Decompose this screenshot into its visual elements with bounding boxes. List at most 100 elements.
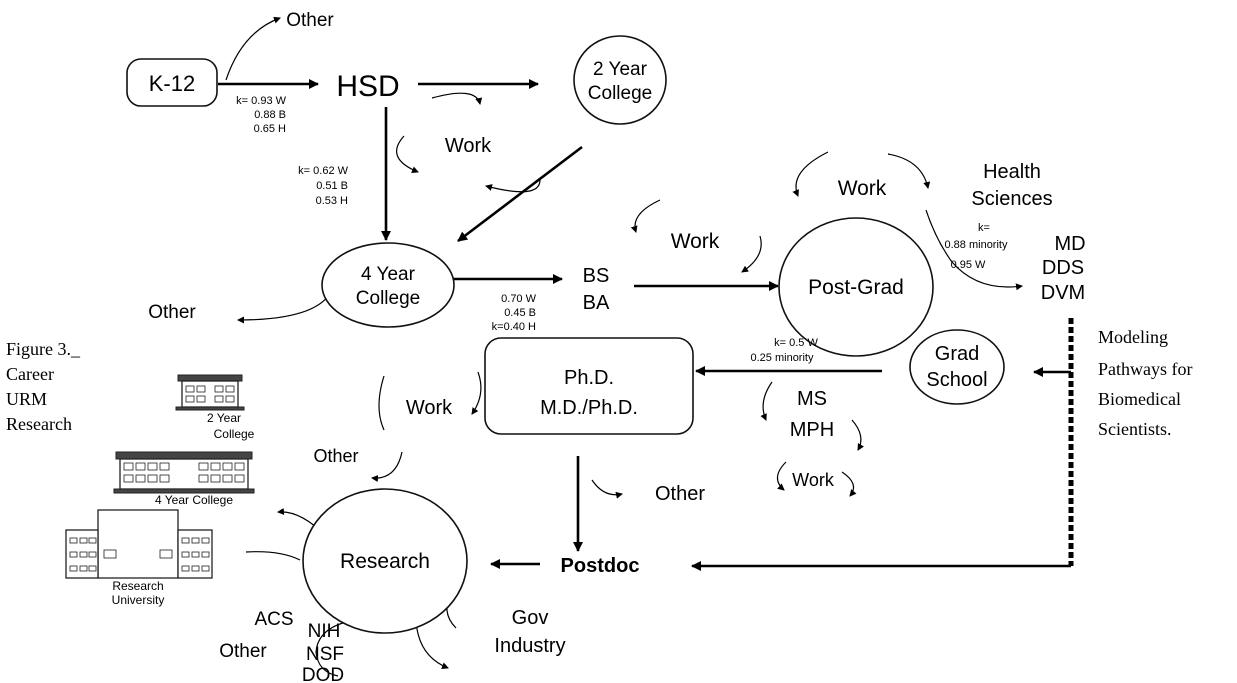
post-grad-label: Post-Grad xyxy=(808,276,904,299)
research-univ-label-1: Research xyxy=(112,579,163,593)
ba-label: BA xyxy=(583,292,610,314)
grad-school-label-1: Grad xyxy=(935,343,979,365)
k12-node: K-12 xyxy=(126,58,218,107)
health-label-1: Health xyxy=(983,161,1041,183)
rate-hsd-4yr-1: k= 0.62 W xyxy=(298,165,348,177)
two-year-node: 2 Year College xyxy=(573,35,667,125)
arc-research-funders xyxy=(315,619,357,677)
grad-school-label-2: School xyxy=(926,369,987,391)
research-label: Research xyxy=(340,550,430,573)
two-year-building-label-1: 2 Year xyxy=(207,411,241,425)
arc-research-gov xyxy=(415,619,449,670)
research-node: Research xyxy=(302,488,468,634)
work-label-ms: Work xyxy=(792,470,835,490)
bs-label: BS xyxy=(583,265,610,287)
two-year-building-label-2: College xyxy=(214,427,255,441)
arc-work-bs-b xyxy=(741,235,762,273)
funder-acs: ACS xyxy=(254,609,293,630)
hsd-label: HSD xyxy=(336,70,399,103)
caption-right: Modeling Pathways for Biomedical Scienti… xyxy=(1098,327,1192,439)
flow-arrows xyxy=(218,79,1074,571)
dds-label: DDS xyxy=(1042,257,1084,279)
arc-work-4year xyxy=(485,179,541,193)
rate-4yr-bs-2: 0.45 B xyxy=(504,307,536,319)
work-label-bs: Work xyxy=(671,230,720,253)
arc-phd-work-b xyxy=(471,371,482,415)
md-label: MD xyxy=(1054,233,1085,255)
phd-box xyxy=(484,337,694,435)
rate-grad-phd-1: k= 0.5 W xyxy=(774,337,818,349)
grad-school-node: Grad School xyxy=(909,329,1005,405)
research-ellipse xyxy=(302,488,468,634)
work-label-phd: Work xyxy=(406,397,453,419)
other-label-top: Other xyxy=(286,10,334,31)
two-year-label-1: 2 Year xyxy=(593,59,648,80)
ms-label: MS xyxy=(797,388,827,410)
other-label-research: Other xyxy=(313,446,358,466)
post-grad-node: Post-Grad xyxy=(778,217,934,357)
arc-ms-a xyxy=(760,381,773,421)
caption-right-4: Scientists. xyxy=(1098,419,1172,439)
rate-health-3: 0.95 W xyxy=(951,259,986,271)
rates-grad-phd: k= 0.5 W 0.25 minority xyxy=(751,337,819,364)
rate-4yr-bs-3: k=0.40 H xyxy=(492,321,536,333)
rate-4yr-bs-1: 0.70 W xyxy=(501,293,536,305)
arc-work-pg-b xyxy=(887,153,931,189)
two-year-label-2: College xyxy=(588,83,652,104)
health-label-2: Sciences xyxy=(971,188,1052,210)
research-university-building: Research University xyxy=(65,509,213,607)
funder-nih: NIH xyxy=(308,621,341,642)
arc-phd-other xyxy=(371,451,403,482)
arc-phd-other-2 xyxy=(591,479,623,499)
rates-k12-hsd: k= 0.93 W 0.88 B 0.65 H xyxy=(236,95,286,135)
rate-health-2: 0.88 minority xyxy=(945,239,1008,251)
funder-nsf: NSF xyxy=(306,644,344,665)
work-label-hsd: Work xyxy=(445,135,492,157)
arc-phd-work-a xyxy=(378,375,385,431)
arc-ms-b xyxy=(851,419,865,451)
four-year-ellipse xyxy=(321,242,455,328)
research-univ-label-2: University xyxy=(112,593,165,607)
arrow-2year-to-4year xyxy=(457,145,583,243)
caption-left-1: Figure 3._ xyxy=(6,339,81,359)
k12-label: K-12 xyxy=(149,71,195,96)
funder-other: Other xyxy=(219,641,267,662)
arc-hsd-work-b xyxy=(396,135,419,173)
rate-k12-hsd-2: 0.88 B xyxy=(254,109,286,121)
postdoc-label: Postdoc xyxy=(561,555,640,577)
rate-k12-hsd-1: k= 0.93 W xyxy=(236,95,286,107)
phd-node: Ph.D. M.D./Ph.D. xyxy=(484,337,694,435)
two-year-college-building: 2 Year College xyxy=(175,374,255,441)
caption-left-4: Research xyxy=(6,414,72,434)
caption-right-1: Modeling xyxy=(1098,327,1168,347)
caption-right-2: Pathways for xyxy=(1098,359,1192,379)
four-year-label-1: 4 Year xyxy=(361,264,416,285)
arc-work-pg-a xyxy=(792,151,829,197)
rate-grad-phd-2: 0.25 minority xyxy=(751,352,814,364)
rate-hsd-4yr-2: 0.51 B xyxy=(316,180,348,192)
arc-ms-work-b xyxy=(841,471,857,497)
two-year-ellipse xyxy=(573,35,667,125)
arc-work-bs-a xyxy=(630,199,661,233)
other-label-left: Other xyxy=(148,302,196,323)
work-label-postgrad: Work xyxy=(838,177,887,200)
rate-hsd-4yr-3: 0.53 H xyxy=(316,195,348,207)
caption-right-3: Biomedical xyxy=(1098,389,1181,409)
caption-left-3: URM xyxy=(6,389,47,409)
rates-health: k= 0.88 minority 0.95 W xyxy=(945,222,1008,271)
post-grad-ellipse xyxy=(778,217,934,357)
k12-box xyxy=(126,58,218,107)
mph-label: MPH xyxy=(790,419,834,441)
arc-hsd-work-a xyxy=(431,92,483,105)
arc-hsd-other xyxy=(225,16,281,81)
caption-left-2: Career xyxy=(6,364,54,384)
gov-label: Gov xyxy=(512,607,549,629)
rates-4yr-bs: 0.70 W 0.45 B k=0.40 H xyxy=(492,293,537,333)
caption-left: Figure 3._ Career URM Research xyxy=(6,339,81,434)
four-year-building-label: 4 Year College xyxy=(155,493,233,507)
dvm-label: DVM xyxy=(1041,282,1085,304)
phd-label-1: Ph.D. xyxy=(564,367,614,389)
industry-label: Industry xyxy=(494,635,565,657)
arc-4year-other xyxy=(237,289,333,324)
